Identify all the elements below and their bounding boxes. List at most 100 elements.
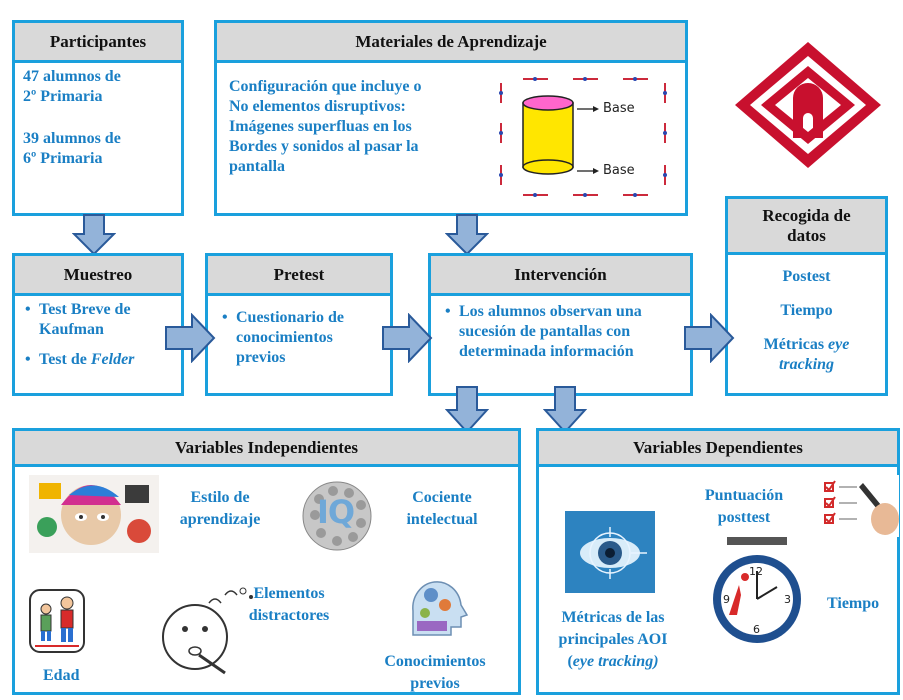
materiales-header: Materiales de Aprendizaje [217, 23, 685, 63]
intervencion-list: Los alumnos observan una sucesión de pan… [443, 302, 642, 372]
recogida-metricas-em: tracking [778, 356, 835, 373]
vi-header: Variables Independientes [15, 431, 518, 467]
pretest-title: Pretest [273, 264, 325, 284]
vd-title: Variables Dependientes [633, 437, 803, 457]
arrow-down-participantes [72, 214, 116, 256]
cylinder-label-top: Base [603, 101, 635, 116]
vi-title: Variables Independientes [174, 437, 359, 457]
vd-puntuacion-line: Puntuación [704, 487, 784, 504]
vi-conocimientos-label: Conocimientos previos [365, 651, 505, 695]
arrow-down-materiales [445, 214, 489, 256]
muestreo-box: Muestreo Test Breve de Kaufman Test de F… [12, 253, 184, 396]
vi-conocimientos-line: Conocimientos [384, 653, 486, 670]
materiales-line: Imágenes superfluas en los [229, 118, 412, 135]
checklist-pen-image [819, 475, 899, 537]
muestreo-item-em: Felder [90, 351, 135, 368]
vd-tiempo-label: Tiempo [827, 595, 880, 612]
materiales-text: Configuración que incluye o No elementos… [229, 77, 421, 177]
vi-estilo-label: Estilo de aprendizaje [165, 487, 275, 531]
vi-estilo-line: Estilo de [190, 489, 250, 506]
vd-metricas-line: Métricas de las [561, 609, 665, 626]
vi-elementos-line: Elementos [253, 585, 325, 602]
vd-header: Variables Dependientes [539, 431, 897, 467]
university-logo [733, 40, 883, 170]
materiales-line: pantalla [229, 158, 286, 175]
vd-metricas-paren: ( [567, 653, 573, 670]
recogida-box: Recogida de datos Postest Tiempo Métrica… [725, 196, 888, 396]
muestreo-title: Muestreo [63, 264, 133, 284]
variables-dependientes-box: Variables Dependientes Puntuación postte… [536, 428, 900, 695]
recogida-metricas-em: eye [828, 336, 850, 353]
intervencion-line: determinada información [459, 343, 634, 360]
vd-metricas-em: eye tracking) [572, 653, 659, 670]
pretest-box: Pretest Cuestionario de conocimientos pr… [205, 253, 393, 396]
muestreo-item-line: Kaufman [39, 321, 104, 338]
recogida-items: Postest Tiempo Métricas eye tracking [728, 267, 885, 375]
recogida-item-postest: Postest [782, 268, 831, 285]
pretest-header: Pretest [208, 256, 390, 296]
knowledge-head-image [395, 565, 475, 645]
vd-metricas-label: Métricas de las principales AOI (eye tra… [543, 607, 683, 673]
materiales-line: Bordes y sonidos al pasar la [229, 138, 419, 155]
clock-image: 12 3 6 9 [709, 537, 805, 647]
cylinder-illustration: Base Base [493, 73, 673, 203]
arrow-down-variables-independientes [445, 386, 489, 434]
cylinder-label-bottom: Base [603, 163, 635, 178]
participantes-line: 39 alumnos de [23, 130, 121, 147]
intervencion-box: Intervención Los alumnos observan una su… [428, 253, 693, 396]
vd-puntuacion-line: posttest [717, 509, 771, 526]
pretest-line: previos [236, 349, 286, 366]
materiales-box: Materiales de Aprendizaje Configuración … [214, 20, 688, 216]
arrow-right-muestreo-pretest [165, 313, 216, 363]
intervencion-line: sucesión de pantallas con [459, 323, 631, 340]
variables-independientes-box: Variables Independientes Estilo de apren… [12, 428, 521, 695]
materiales-line: No elementos disruptivos: [229, 98, 406, 115]
recogida-metricas-text: Métricas [763, 336, 829, 353]
eye-tracking-image [565, 511, 655, 593]
vi-cociente-label: Cociente intelectual [387, 487, 497, 531]
intervencion-header: Intervención [431, 256, 690, 296]
learning-style-image [29, 475, 159, 553]
recogida-item-metricas-b: tracking [728, 355, 885, 375]
arrow-right-intervencion-recogida [684, 313, 735, 363]
age-pictogram [29, 589, 85, 653]
vi-conocimientos-line: previos [410, 675, 460, 692]
participantes-title: Participantes [49, 31, 147, 51]
clock-number-3: 3 [784, 593, 791, 606]
participantes-header: Participantes [15, 23, 181, 63]
recogida-item-metricas: Métricas eye [728, 335, 885, 355]
vi-estilo-line: aprendizaje [179, 511, 261, 528]
recogida-item-tiempo: Tiempo [780, 302, 833, 319]
participantes-line: 6º Primaria [23, 150, 103, 167]
vd-puntuacion-label: Puntuación posttest [689, 485, 799, 529]
vi-elementos-line: distractores [248, 607, 330, 624]
clock-number-12: 12 [749, 565, 763, 578]
vi-elementos-label: Elementos distractores [239, 583, 339, 627]
participantes-box: Participantes 47 alumnos de 2º Primaria … [12, 20, 184, 216]
iq-glyph: IQ [317, 493, 355, 531]
vi-cociente-line: Cociente [412, 489, 472, 506]
participantes-line: 2º Primaria [23, 88, 103, 105]
muestreo-list: Test Breve de Kaufman Test de Felder [23, 300, 134, 380]
muestreo-item: Test Breve de Kaufman [25, 300, 134, 340]
vi-edad-label: Edad [43, 667, 80, 684]
muestreo-item: Test de Felder [25, 350, 135, 370]
muestreo-header: Muestreo [15, 256, 181, 296]
vi-cociente-line: intelectual [406, 511, 478, 528]
distracted-child-drawing [155, 581, 265, 681]
intervencion-item: Los alumnos observan una sucesión de pan… [445, 302, 642, 362]
intervencion-line: Los alumnos observan una [459, 303, 642, 320]
pretest-line: conocimientos [236, 329, 333, 346]
clock-number-6: 6 [753, 623, 760, 636]
recogida-header: Recogida de datos [728, 199, 885, 255]
iq-sphere-image: IQ [299, 479, 377, 553]
pretest-list: Cuestionario de conocimientos previos [220, 308, 344, 378]
arrow-down-variables-dependientes [543, 386, 587, 434]
muestreo-item-line: Test Breve de [39, 301, 131, 318]
muestreo-item-text: Test de [39, 351, 91, 368]
participantes-line: 47 alumnos de [23, 68, 121, 85]
clock-number-9: 9 [723, 593, 730, 606]
pretest-line: Cuestionario de [236, 309, 344, 326]
intervencion-title: Intervención [514, 264, 607, 284]
vd-metricas-line: principales AOI [558, 631, 668, 648]
